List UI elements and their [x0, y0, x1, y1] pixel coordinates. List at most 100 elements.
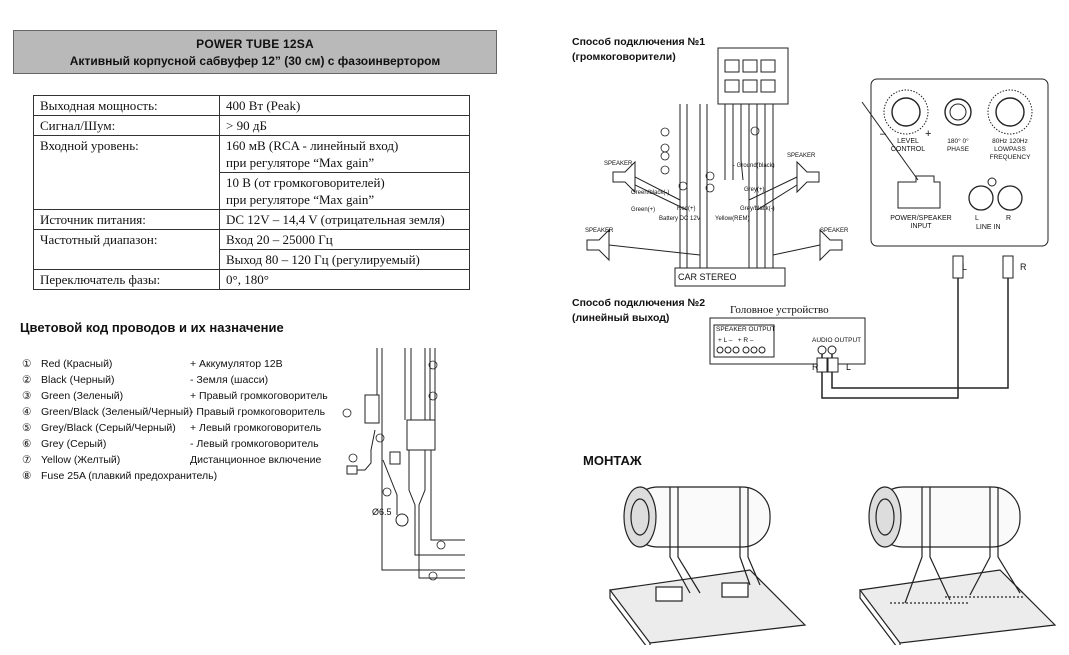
audio-output-label: AUDIO OUTPUT: [812, 337, 862, 344]
speaker-output-label: SPEAKER OUTPUT: [716, 326, 776, 333]
line-in-right-jack[interactable]: [997, 185, 1023, 211]
wire-desc: - Правый громкоговоритель: [190, 406, 326, 418]
lowpass-label: 80Hz 120Hz LOWPASS FREQUENCY: [982, 138, 1038, 162]
wire-label-battery: Battery DC 12V: [659, 216, 701, 222]
floor-edge: [609, 590, 651, 645]
wire-color: Yellow (Желтый): [41, 454, 121, 466]
spec-value: > 90 дБ: [219, 115, 470, 136]
spec-label: Частотный диапазон:: [33, 229, 220, 270]
spec-value: DC 12V – 14,4 V (отрицательная земля): [219, 209, 470, 230]
mount-block-2: [721, 582, 749, 598]
speaker-label-fl: SPEAKER: [604, 161, 633, 167]
harness-wires: [376, 348, 465, 571]
ring-terminal: [395, 513, 409, 527]
lowpass-scale: [987, 89, 1033, 135]
mount-block-1: [655, 586, 683, 602]
mounting-straps: [669, 487, 761, 594]
spec-label: Входной уровень:: [33, 135, 220, 210]
speaker-label-rl: SPEAKER: [585, 228, 614, 234]
connection1-title: Способ подключения №1 (громкоговорители): [572, 35, 705, 65]
inline-plug: [389, 451, 401, 465]
wire-number: ①: [22, 358, 32, 370]
line-in-left-jack[interactable]: [968, 185, 994, 211]
wire-label-yellow: Yellow(REM): [715, 216, 750, 222]
wire-number: ④: [22, 406, 32, 418]
wire-number: ③: [22, 390, 32, 402]
model-title: POWER TUBE 12SA: [196, 37, 314, 51]
remote-wire: [350, 429, 376, 471]
harness-wires-lower: [408, 450, 465, 579]
line-in-l: L: [975, 215, 979, 222]
wire-color: Grey (Серый): [41, 438, 107, 450]
spec-value: Вход 20 – 25000 Гц: [219, 229, 470, 250]
spec-value-line: 10 В (от громкоговорителей): [226, 175, 385, 190]
harness-connector: [406, 419, 436, 451]
line-in-r: R: [1006, 215, 1012, 222]
level-plus: +: [925, 128, 932, 140]
car-stereo-label: CAR STEREO: [678, 272, 737, 282]
spec-value-line: 160 мВ (RCA - линейный вход): [226, 138, 399, 153]
connection1-diagram: [586, 47, 843, 287]
output-l-label: L: [846, 362, 852, 372]
spec-value: 0°, 180°: [219, 269, 470, 290]
wire-number: ⑤: [22, 422, 32, 434]
screw-line: [890, 596, 1025, 604]
lowpass-values: 80Hz 120Hz: [992, 138, 1028, 145]
level-minus: –: [880, 128, 887, 140]
wire-desc: - Левый громкоговоритель: [190, 438, 319, 450]
spec-label: Сигнал/Шум:: [33, 115, 220, 136]
port-ring: [875, 498, 895, 536]
power-speaker-input-socket[interactable]: [897, 175, 941, 209]
mounting-floor: [858, 569, 1057, 644]
wire-color: Red (Красный): [41, 358, 113, 370]
wire-label-green: Green(+): [631, 207, 656, 213]
wire-label-red: Red(+): [677, 206, 696, 212]
spec-row: Частотный диапазон: Вход 20 – 25000 Гц: [33, 229, 470, 270]
audio-output-r[interactable]: [817, 345, 827, 355]
spec-label: Источник питания:: [33, 209, 220, 230]
input-r-label: R: [1020, 262, 1027, 272]
wire-desc: Дистанционное включение: [190, 454, 322, 466]
power-connector: [717, 47, 789, 105]
wire-label-greenblack: Green/black(-): [631, 190, 670, 196]
wire-color: Grey/Black (Серый/Черный): [41, 422, 176, 434]
spec-row: Выходная мощность: 400 Вт (Peak): [33, 95, 470, 116]
wire-number: ②: [22, 374, 32, 386]
wire-label-grey: Grey(+): [744, 187, 765, 193]
power-led: [987, 177, 997, 187]
mounting-illustration-2: [858, 486, 1057, 645]
spec-label: Переключатель фазы:: [33, 269, 220, 290]
lowpass-knob[interactable]: [995, 97, 1025, 127]
port-ring: [630, 498, 650, 536]
speaker-front-left: [612, 160, 636, 194]
input-l-label: L: [962, 262, 968, 272]
audio-output-l[interactable]: [827, 345, 837, 355]
level-knob[interactable]: [891, 97, 921, 127]
ring-size-label: Ø6.5: [372, 507, 392, 517]
rca-cable-r: [821, 278, 959, 399]
pointer-line: [861, 101, 919, 181]
product-subtitle: Активный корпусной сабвуфер 12” (30 см) …: [69, 54, 441, 68]
spec-value: Выход 80 – 120 Гц (регулируемый): [219, 249, 470, 270]
spec-value-line: при регуляторе “Max gain”: [226, 192, 375, 207]
car-stereo-box: [674, 267, 786, 287]
mounting-title: МОНТАЖ: [583, 453, 642, 468]
mounting-floor: [608, 569, 807, 644]
rca-plug-head-l: [827, 357, 839, 373]
spec-row: Переключатель фазы: 0°, 180°: [33, 269, 470, 290]
level-label: LEVEL CONTROL: [890, 138, 926, 153]
phase-switch[interactable]: [944, 98, 972, 126]
phase-title: PHASE: [946, 146, 970, 153]
tube-end-cap: [868, 486, 902, 548]
rca-plug-r: [1002, 255, 1014, 279]
connector-pins: [724, 59, 776, 93]
rca-plug-head-r: [816, 357, 828, 373]
mounting-illustration-1: [608, 486, 807, 645]
phase-values: 180° 0°: [947, 138, 969, 145]
connection2-title-line1: Способ подключения №2: [572, 297, 706, 309]
wire-harness-diagram: [342, 348, 465, 581]
spec-row: Входной уровень: 160 мВ (RCA - линейный …: [33, 135, 470, 210]
spec-row: Источник питания: DC 12V – 14,4 V (отриц…: [33, 209, 470, 230]
tube-end-cap: [623, 486, 657, 548]
spec-row: 10 В (от громкоговорителей) при регулято…: [34, 172, 470, 210]
